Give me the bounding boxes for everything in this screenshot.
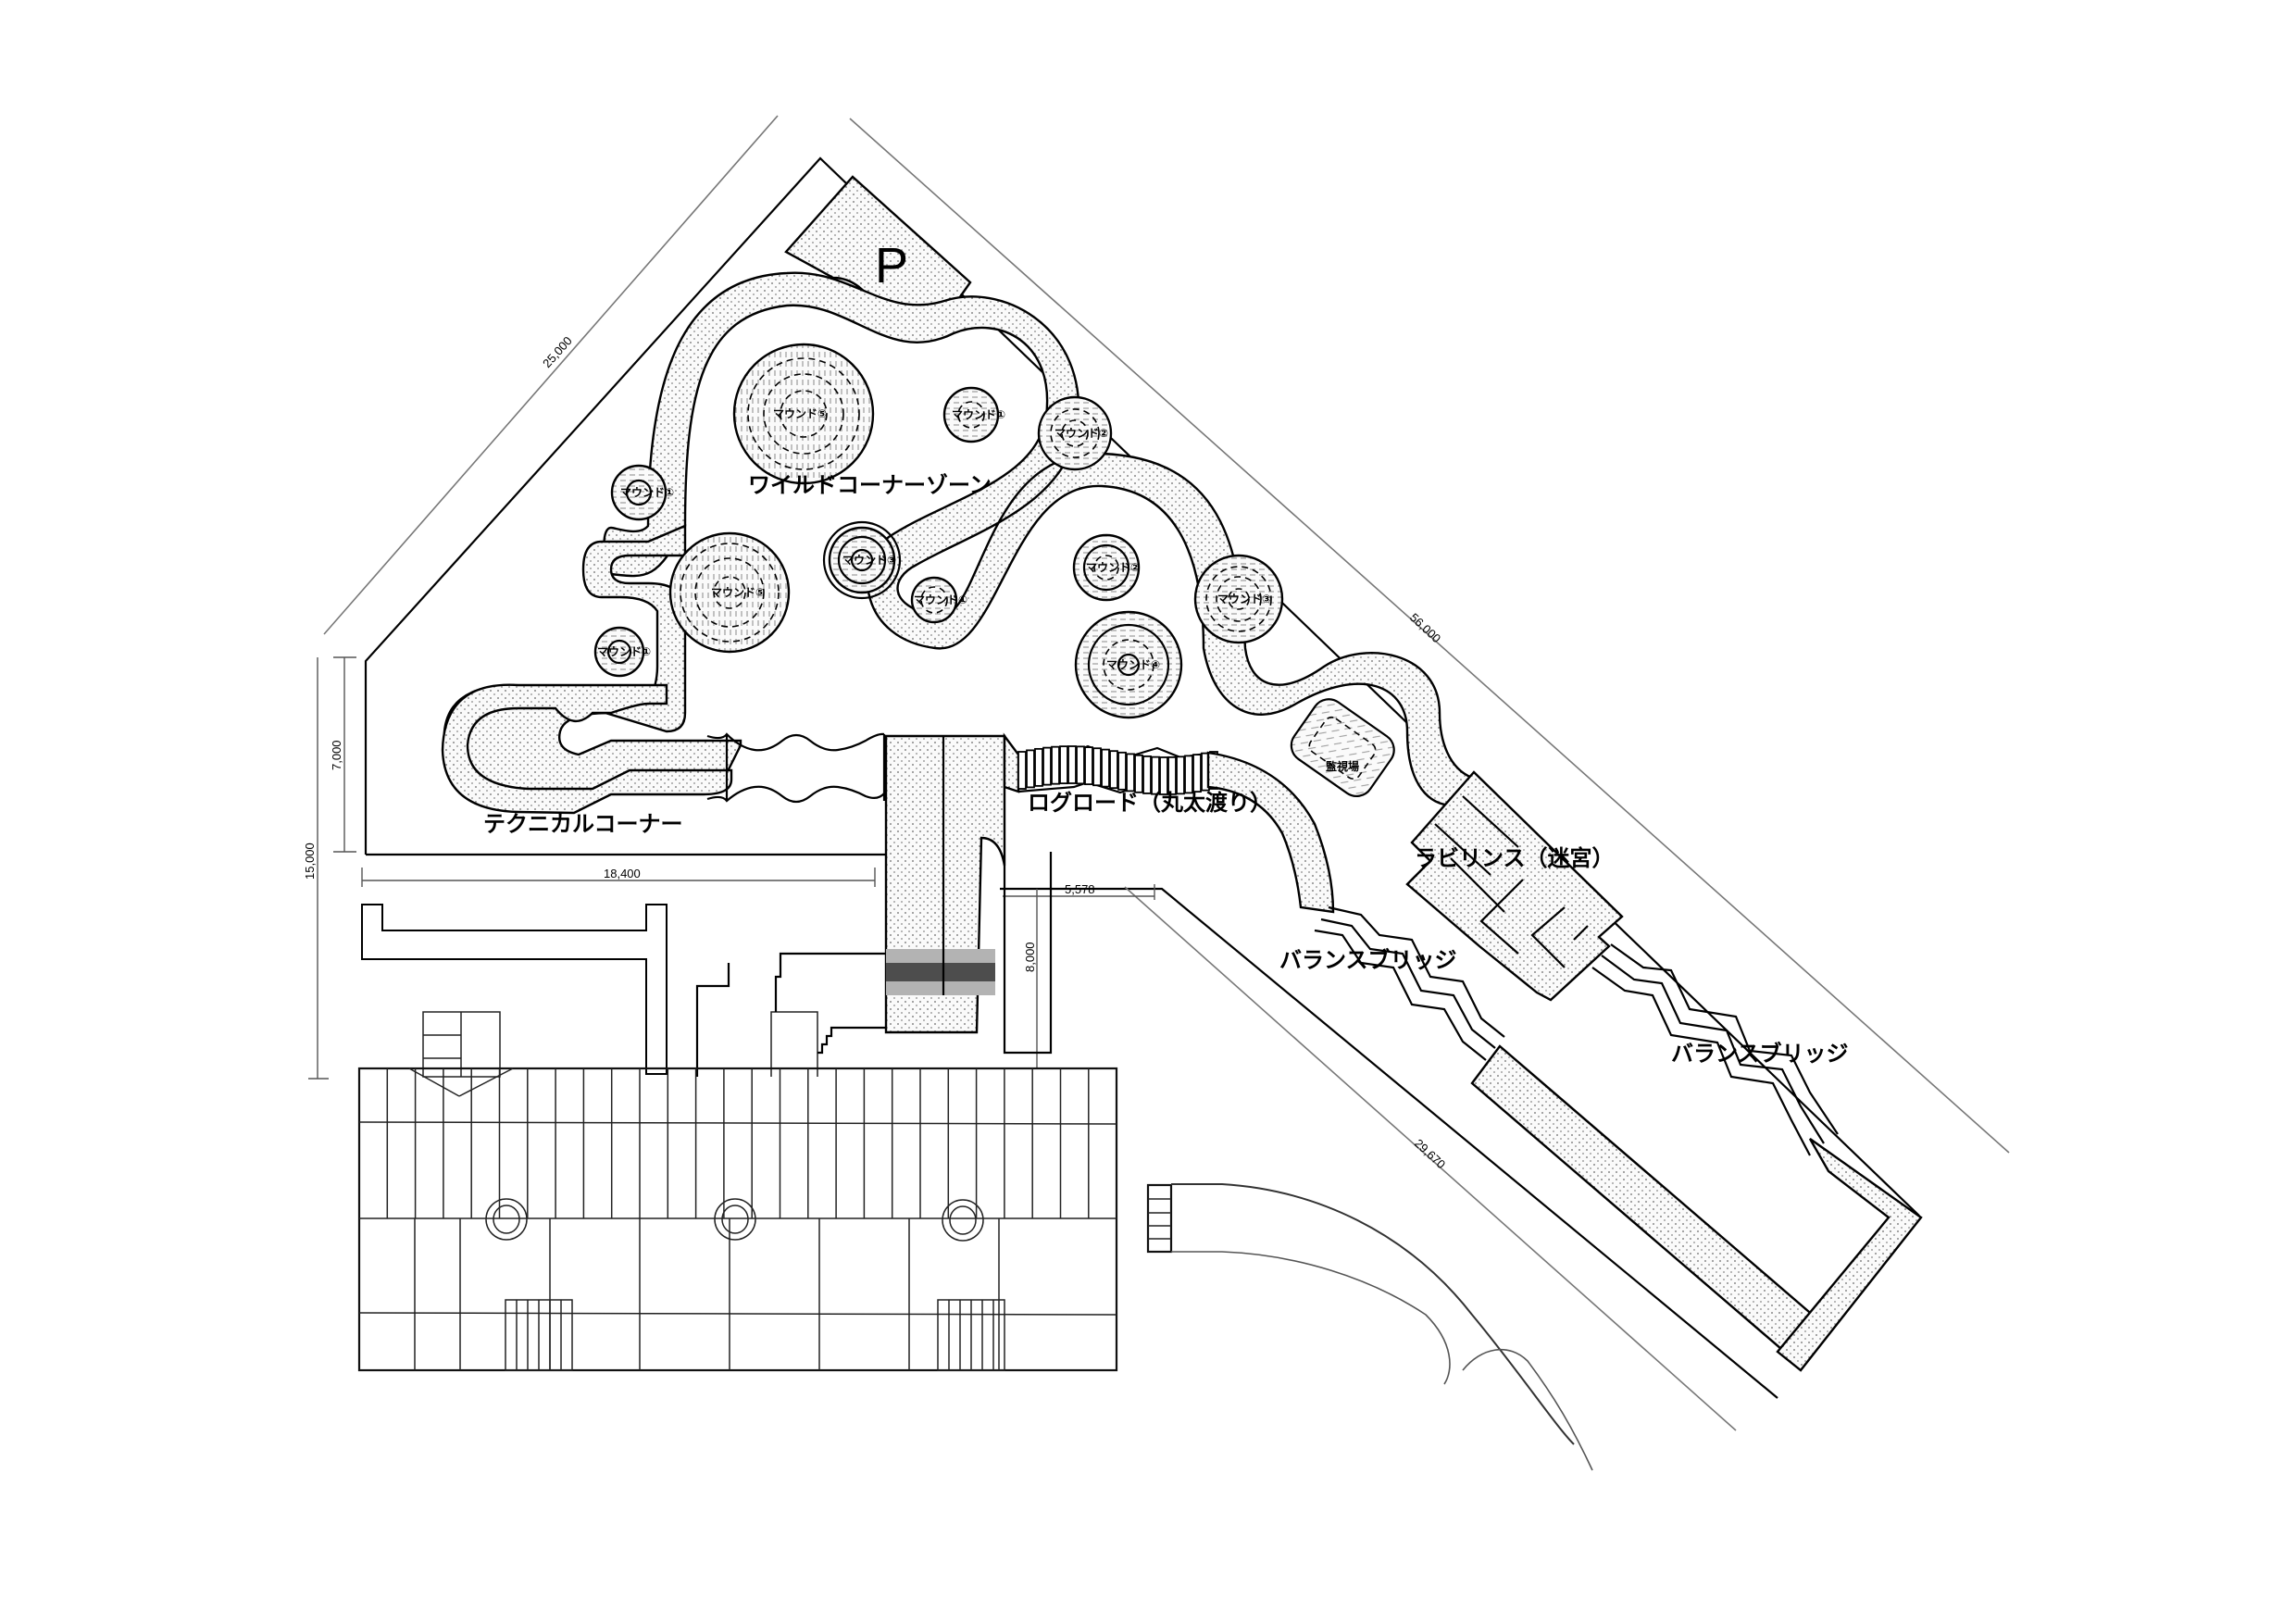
mound-1-lower-left xyxy=(593,626,645,678)
mound-3-right xyxy=(1193,554,1284,644)
log-slat xyxy=(1051,745,1060,785)
mound-label: マウンド① xyxy=(620,486,674,499)
watch-post-label: 監視場 xyxy=(1326,759,1359,773)
building-grid-line xyxy=(358,1121,1117,1125)
mound-label: マウンド③ xyxy=(1217,593,1271,606)
zone-label-technical-corner: テクニカルコーナー xyxy=(483,811,683,837)
mound-1-left xyxy=(610,464,668,521)
mound-4 xyxy=(1074,610,1183,719)
balance-bridge-right xyxy=(1591,943,1839,1156)
column-icon xyxy=(485,1198,528,1241)
mound-5-middle xyxy=(668,531,791,654)
column-icon xyxy=(714,1198,756,1241)
log-slat xyxy=(1059,745,1068,785)
log-slat xyxy=(1092,747,1102,787)
mound-label: マウンド② xyxy=(1086,561,1140,574)
log-slat xyxy=(1034,747,1043,787)
technical-corner-rail xyxy=(706,732,886,804)
building-grid-line xyxy=(458,1067,514,1097)
labyrinth xyxy=(1405,770,1624,1002)
dim-entrance-width: 5,578 xyxy=(1065,882,1095,896)
site-boundary xyxy=(364,156,1920,1399)
log-slat xyxy=(1101,748,1110,788)
mound-1-middle xyxy=(910,576,958,624)
central-entrance-path xyxy=(884,734,1053,1055)
log-slat xyxy=(1159,756,1168,795)
mound-label: マウンド① xyxy=(597,645,651,658)
zone-label-balance-bridge-right: バランスブリッジ xyxy=(1671,1041,1849,1067)
dim-left-upper: 7,000 xyxy=(330,740,343,770)
mound-label: マウンド④ xyxy=(1106,658,1160,671)
wild-corner-path xyxy=(603,271,1544,891)
parking-label: P xyxy=(875,238,908,293)
east-stairs xyxy=(1146,1183,1173,1254)
lower-right-path xyxy=(1470,1044,1923,1372)
mound-label: マウンド② xyxy=(1054,427,1108,440)
column-icon xyxy=(721,1205,749,1234)
balance-bridge-left xyxy=(1314,905,1505,1061)
log-slat xyxy=(1067,745,1077,784)
main-building xyxy=(357,1067,1118,1372)
dim-lower-right-edge: 29,670 xyxy=(1412,1136,1448,1171)
dim-bottom-width: 18,400 xyxy=(604,867,641,880)
building-grid-line xyxy=(358,1312,1117,1316)
mound-label: マウンド① xyxy=(952,408,1005,421)
mound-2-top xyxy=(1037,395,1113,471)
log-slat xyxy=(1176,755,1185,795)
dim-left-total: 15,000 xyxy=(303,843,317,880)
log-slat xyxy=(1026,749,1035,789)
mound-label: マウンド① xyxy=(914,593,967,606)
mound-3-middle xyxy=(822,520,902,600)
dim-entrance-depth: 8,000 xyxy=(1023,942,1037,972)
mound-label: マウンド③ xyxy=(842,554,896,567)
log-slat xyxy=(1117,751,1127,791)
log-slat xyxy=(1192,754,1202,793)
dim-top-left-edge: 25,000 xyxy=(540,333,575,370)
zone-label-wild-corner: ワイルドコーナーゾーン xyxy=(748,472,992,498)
mound-1-top xyxy=(942,386,1000,443)
log-road-logs xyxy=(1017,745,1218,795)
log-slat xyxy=(1076,745,1085,785)
building-grid-line xyxy=(408,1067,460,1097)
log-slat xyxy=(1084,746,1093,785)
log-slat xyxy=(1151,755,1160,795)
zone-label-balance-bridge-left: バランスブリッジ xyxy=(1279,947,1457,973)
mound-label: マウンド⑤ xyxy=(711,586,765,599)
column-icon xyxy=(949,1205,977,1235)
dim-top-right-edge: 56,000 xyxy=(1407,610,1443,645)
log-slat xyxy=(1184,755,1193,794)
log-road xyxy=(1003,732,1335,914)
zone-label-labyrinth: ラビリンス（迷宮） xyxy=(1415,845,1615,871)
mound-2-right xyxy=(1072,533,1141,602)
log-slat xyxy=(1167,755,1177,795)
column-icon xyxy=(942,1199,984,1242)
log-slat xyxy=(1126,753,1135,793)
log-slat xyxy=(1109,750,1118,790)
column-icon xyxy=(493,1205,520,1234)
road-curves xyxy=(1171,1183,1593,1471)
mound-5-top xyxy=(732,343,875,485)
dimension-lines xyxy=(308,115,2010,1431)
log-slat xyxy=(1042,746,1052,786)
log-slat xyxy=(1017,751,1027,790)
lower-structure xyxy=(361,904,886,1078)
mound-group xyxy=(593,343,1284,719)
watch-post xyxy=(1290,698,1395,798)
log-slat xyxy=(1134,754,1143,793)
zone-label-log-road: ログロード（丸太渡り） xyxy=(1028,790,1272,816)
mound-label: マウンド⑤ xyxy=(773,407,827,420)
log-slat xyxy=(1142,755,1152,794)
